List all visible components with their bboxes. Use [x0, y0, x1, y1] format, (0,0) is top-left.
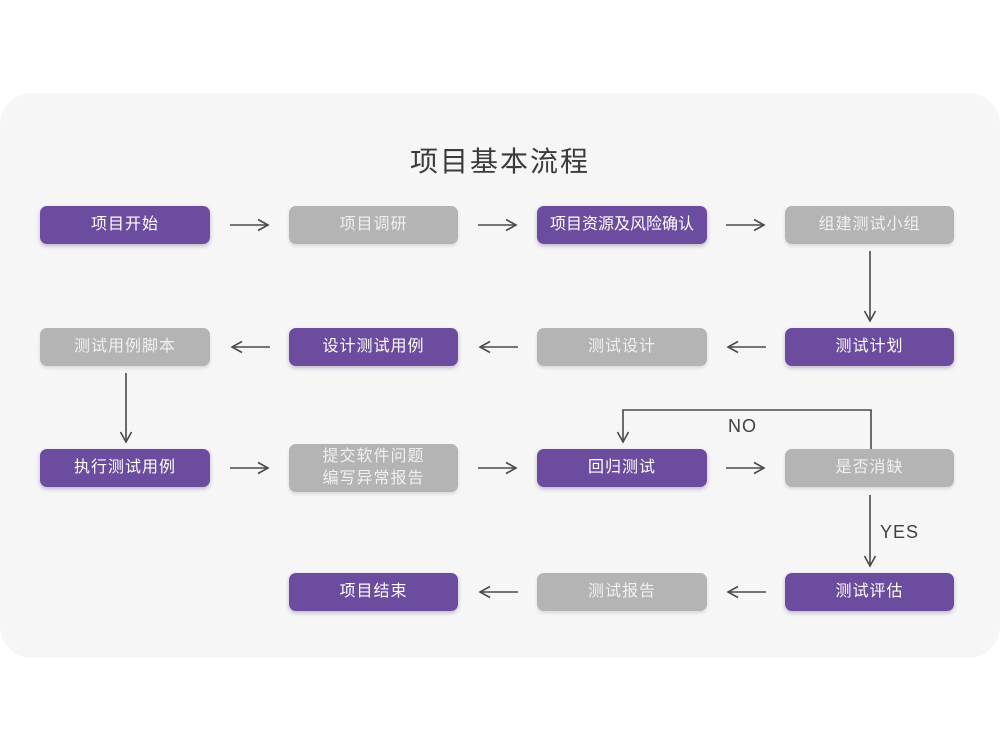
flow-node-label: 项目开始: [90, 216, 159, 233]
flow-node-build-test-team: 组建测试小组: [785, 206, 954, 244]
flow-node-label: 提交软件问题 编写异常报告: [322, 448, 425, 487]
flow-node-label: 项目调研: [339, 216, 408, 233]
flow-node-label: 测试计划: [835, 338, 904, 355]
flow-node-label: 设计测试用例: [322, 338, 425, 355]
yes-branch-label: YES: [880, 522, 920, 542]
flow-node-label: 组建测试小组: [818, 216, 921, 233]
flow-node-regression-test: 回归测试: [537, 449, 707, 487]
page-title: 项目基本流程: [409, 146, 590, 177]
flow-node-test-design: 测试设计: [537, 328, 707, 366]
flow-node-project-end: 项目结束: [289, 573, 458, 611]
flow-node-label: 项目资源及风险确认: [549, 216, 694, 233]
no-branch-label: NO: [728, 416, 757, 436]
flow-node-label: 测试用例脚本: [73, 338, 176, 355]
flow-node-execute-test-cases: 执行测试用例: [40, 449, 210, 487]
flow-node-submit-issue-report: 提交软件问题 编写异常报告: [289, 444, 458, 492]
flow-node-test-plan: 测试计划: [785, 328, 954, 366]
flowchart-card: [0, 93, 1000, 658]
flow-node-test-case-script: 测试用例脚本: [40, 328, 210, 366]
flow-node-defect-cleared: 是否消缺: [785, 449, 954, 487]
flow-node-label: 测试设计: [587, 338, 656, 355]
flow-node-label: 测试报告: [587, 583, 656, 600]
flow-node-test-report: 测试报告: [537, 573, 707, 611]
flow-node-test-evaluation: 测试评估: [785, 573, 954, 611]
flow-node-project-research: 项目调研: [289, 206, 458, 244]
flow-node-label: 项目结束: [339, 583, 408, 600]
flow-node-label: 测试评估: [835, 583, 904, 600]
flow-node-label: 是否消缺: [835, 459, 904, 476]
flow-node-label: 执行测试用例: [73, 459, 176, 476]
flow-node-resource-risk-confirm: 项目资源及风险确认: [537, 206, 707, 244]
flow-node-label: 回归测试: [587, 459, 656, 476]
flow-node-project-start: 项目开始: [40, 206, 210, 244]
flow-node-design-test-cases: 设计测试用例: [289, 328, 458, 366]
